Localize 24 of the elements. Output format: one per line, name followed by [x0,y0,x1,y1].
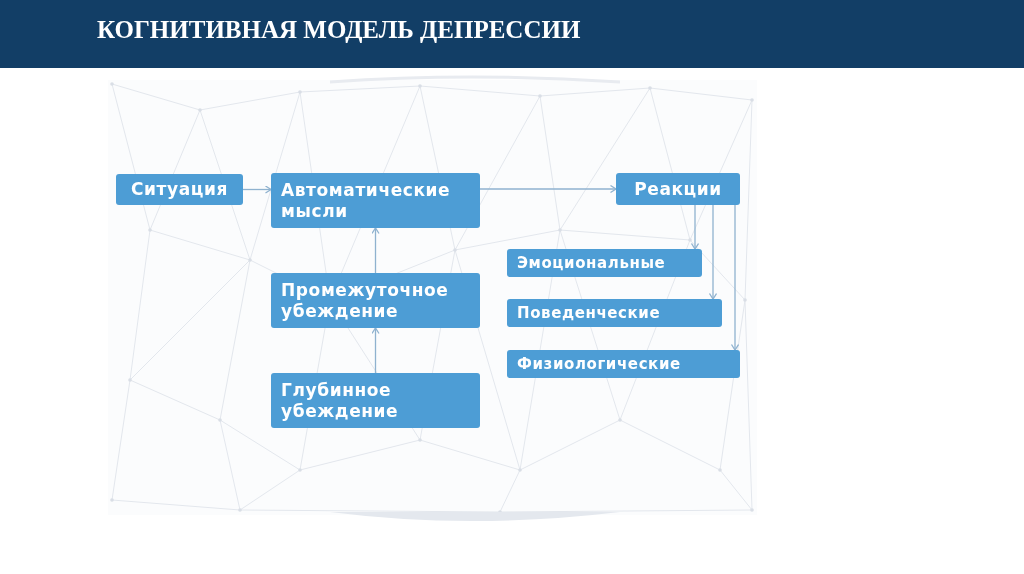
process-box [507,299,722,327]
process-box [271,273,480,328]
process-box [507,249,702,277]
arrow [371,227,380,274]
node-label: Эмоциональные [517,254,666,272]
arrow [708,204,718,300]
process-box [116,174,243,205]
arrow [730,204,740,351]
slide-title: КОГНИТИВНАЯ МОДЕЛЬ ДЕПРЕССИИ [97,15,581,45]
node-label: Поведенческие [517,304,661,322]
process-box [616,173,740,205]
arrow [479,184,617,194]
node-label: Автоматические мысли [281,180,452,221]
node-label: Глубинное убеждение [281,380,400,421]
arrow [242,185,272,194]
arrow [690,204,700,250]
node-label: Промежуточное убеждение [281,280,450,321]
process-box [271,373,480,428]
arrow [371,327,380,374]
node-label: Физиологические [517,355,681,373]
process-box [271,173,480,228]
node-label: Ситуация [131,179,228,200]
process-box [507,350,740,378]
node-label: Реакции [634,178,722,200]
